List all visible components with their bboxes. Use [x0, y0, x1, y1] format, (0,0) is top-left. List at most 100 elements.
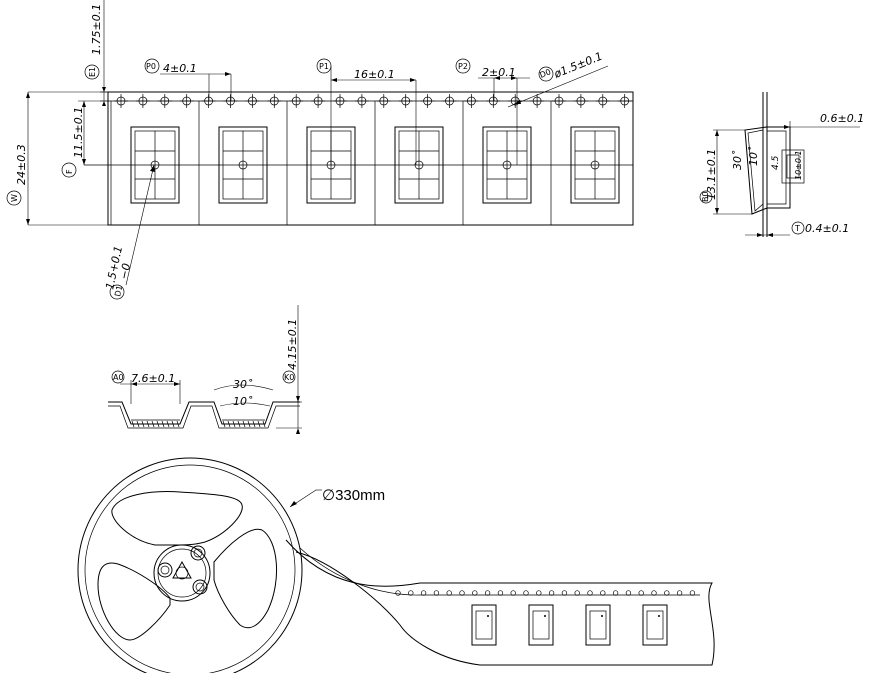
component-pocket — [550, 101, 620, 225]
f-tag — [61, 162, 77, 178]
w-tag — [6, 190, 22, 206]
side-thickness-label: 0.6±0.1 — [820, 112, 864, 125]
p0-tag — [144, 58, 160, 74]
reel-tape-hole — [561, 590, 568, 596]
reel-tape-hole — [612, 590, 619, 596]
svg-text:P2: P2 — [458, 62, 468, 71]
b0-dim-label: 13.1±0.1 — [705, 149, 718, 200]
reel-tape-hole — [395, 590, 401, 596]
a0-tag — [111, 370, 125, 384]
component-pocket — [374, 101, 444, 225]
d1-dim-label-minus: −0 — [117, 262, 133, 281]
b0-tag — [699, 190, 713, 204]
k0-dim-label: 4.15±0.1 — [286, 319, 299, 370]
e1-tag — [84, 64, 100, 80]
e1-dimension: 1.75±0.1 E1 — [84, 0, 108, 106]
reel-tape-hole — [510, 590, 516, 596]
svg-text:P0: P0 — [146, 62, 156, 71]
sprocket-hole — [376, 94, 391, 108]
reel-tape-hole — [472, 590, 478, 596]
svg-text:D0: D0 — [538, 67, 552, 80]
a0-dim-label: 7.6±0.1 — [131, 372, 175, 385]
reel-tape-hole — [420, 590, 427, 596]
k0-tag — [282, 370, 296, 384]
sprocket-hole — [442, 94, 457, 108]
sprocket-hole — [398, 94, 413, 108]
svg-text:F: F — [65, 169, 74, 174]
e1-dim-label: 1.75±0.1 — [90, 4, 103, 55]
reel-tape-hole — [625, 590, 632, 596]
component-pocket — [198, 101, 268, 225]
section-angle-30: 30˚ — [233, 378, 253, 391]
sprocket-hole — [573, 94, 588, 108]
sprocket-hole — [333, 94, 347, 108]
d0-dim-label: ø1.5±0.1 — [551, 50, 604, 82]
side-angle-10: 10˚ — [747, 146, 760, 166]
sprocket-hole — [311, 94, 326, 108]
reel-tape-hole — [497, 590, 504, 596]
reel-window-bottom — [97, 562, 171, 641]
svg-text:P1: P1 — [319, 62, 329, 71]
side-angle-30: 30˚ — [731, 150, 744, 170]
p2-dimension: P2 2±0.1 — [455, 58, 530, 165]
sprocket-hole — [267, 94, 282, 108]
reel-illustration: ∅330mm — [77, 457, 715, 673]
tape-top-view — [84, 91, 634, 226]
reel-hub-slots — [157, 545, 208, 595]
reel-tape-hole — [651, 590, 657, 596]
w-dim-label: 24±0.3 — [15, 144, 28, 185]
component-pocket — [110, 101, 180, 225]
reel-tape-hole — [689, 590, 696, 596]
reel-tape-hole — [433, 590, 440, 596]
t-tag — [791, 221, 805, 235]
sprocket-hole — [223, 94, 238, 108]
side-inner-45: 4.5 — [771, 155, 781, 170]
svg-text:A0: A0 — [113, 373, 124, 382]
reel-tape-hole — [638, 590, 644, 596]
reel-tape-pocket — [528, 604, 554, 646]
d1-dimension: 1.5+0.1 −0 D1 — [103, 164, 155, 300]
svg-text:W: W — [10, 194, 19, 202]
tape-side-view: 0.6±0.1 13.1±0.1 B0 30˚ 10˚ 4.5 10±0.1 T… — [699, 92, 864, 237]
reel-tape-pocket — [642, 604, 668, 646]
reel-window-top — [111, 491, 243, 546]
t-dim-label: 0.4±0.1 — [805, 222, 849, 235]
svg-text:T: T — [794, 224, 800, 233]
sprocket-hole — [179, 94, 194, 108]
p0-dimension: P0 4±0.1 — [144, 58, 232, 101]
svg-text:D1: D1 — [113, 285, 124, 298]
reel-tape-hole — [446, 590, 452, 596]
sprocket-hole — [135, 94, 150, 108]
reel-tape-hole — [664, 590, 670, 596]
sprocket-hole — [289, 94, 304, 108]
reel-diameter-label: ∅330mm — [322, 487, 385, 504]
p2-dim-label: 2±0.1 — [482, 66, 516, 79]
sprocket-hole — [354, 94, 369, 108]
sprocket-hole — [595, 94, 610, 108]
sprocket-hole — [464, 94, 479, 108]
reel-tape-hole — [408, 590, 414, 596]
side-inner-10: 10±0.1 — [794, 150, 803, 180]
reel-tape-hole — [523, 590, 529, 596]
p2-tag — [455, 58, 471, 74]
reel-hub — [153, 544, 211, 602]
sprocket-hole — [486, 94, 501, 108]
sprocket-holes — [114, 94, 632, 108]
f-dimension: 11.5±0.1 F — [61, 100, 108, 178]
reel-tape-hole — [600, 590, 606, 596]
cross-section-hatch — [131, 420, 266, 428]
d1-tag — [109, 284, 125, 300]
sprocket-hole — [201, 94, 216, 108]
p1-tag — [316, 58, 332, 74]
reel-tape-hole — [574, 590, 580, 596]
d0-tag — [538, 66, 554, 82]
d0-dimension: D0 ø1.5±0.1 — [507, 50, 609, 108]
p1-dim-label: 16±0.1 — [354, 68, 395, 81]
reel-tape-hole — [676, 590, 683, 596]
component-pockets — [110, 101, 620, 225]
reel-tape-hole — [587, 590, 593, 596]
sprocket-hole — [617, 94, 632, 108]
sprocket-hole — [157, 94, 172, 108]
reel-tape-hole — [548, 590, 555, 596]
